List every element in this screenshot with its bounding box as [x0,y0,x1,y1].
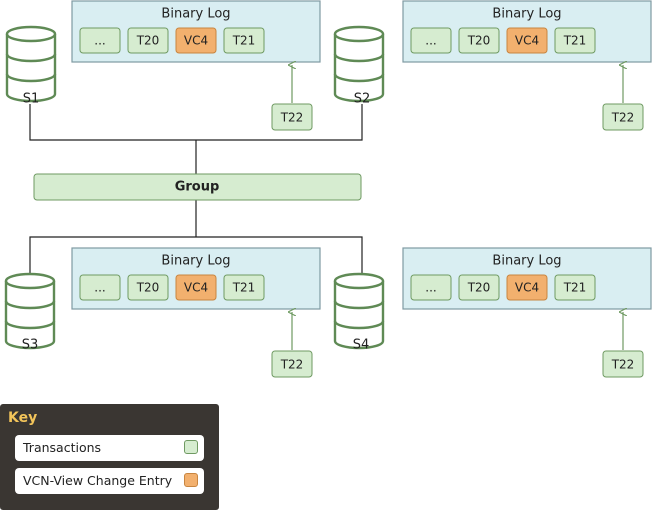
binary-log-panel: Binary Log... T20 VC4 T21 [71,0,321,63]
binary-log-title: Binary Log [492,254,561,269]
incoming-transaction: T22 [271,350,313,378]
entry-label: T21 [232,34,256,48]
entry-label: VC4 [515,281,539,295]
entry-label: T20 [467,281,491,295]
transaction-entry: ... [410,274,452,301]
incoming-transaction-label: T22 [611,358,635,372]
key-item-label: Transactions [23,440,102,455]
key-item-view-change: VCN-View Change Entry [15,468,204,494]
entry-label: ... [94,34,105,48]
binary-log-title: Binary Log [492,7,561,22]
key-title: Key [8,410,38,426]
server-label: S3 [22,338,39,353]
view-change-entry: VC4 [506,27,548,54]
view-change-entry: VC4 [506,274,548,301]
entry-label: ... [425,281,436,295]
incoming-transaction-label: T22 [280,111,304,125]
entry-label: VC4 [184,281,208,295]
binary-log-panel: Binary Log... T20 VC4 T21 [402,0,652,63]
incoming-transaction: T22 [602,350,644,378]
transaction-entry: T21 [554,27,596,54]
transaction-entry: T21 [223,27,265,54]
database-icon [333,272,385,350]
binary-log-title: Binary Log [161,7,230,22]
transaction-entry: T21 [223,274,265,301]
entry-label: T20 [136,34,160,48]
database-icon [333,25,385,103]
entry-label: ... [94,281,105,295]
view-change-entry: VC4 [175,27,217,54]
incoming-transaction: T22 [602,103,644,131]
incoming-transaction: T22 [271,103,313,131]
entry-label: T21 [563,34,587,48]
transaction-entry: ... [79,274,121,301]
entry-label: ... [425,34,436,48]
transaction-entry: T20 [458,274,500,301]
transaction-entry: T20 [458,27,500,54]
view-change-entry: VC4 [175,274,217,301]
transaction-entry: T20 [127,274,169,301]
database-icon [4,272,56,350]
entry-label: T20 [467,34,491,48]
database-icon [5,25,57,103]
view-change-swatch [184,473,198,487]
incoming-transaction-label: T22 [280,358,304,372]
server-label: S4 [353,338,370,353]
key-item-label: VCN-View Change Entry [23,473,173,488]
transaction-swatch [184,440,198,454]
connector-bottom [29,236,363,275]
entry-label: T21 [232,281,256,295]
server-label: S2 [354,92,371,107]
key-legend: Key Transactions VCN-View Change Entry [0,404,219,510]
binary-log-panel: Binary Log... T20 VC4 T21 [402,247,652,310]
entry-label: VC4 [184,34,208,48]
server-label: S1 [23,92,40,107]
entry-label: T21 [563,281,587,295]
group-bar: Group [33,173,362,201]
entry-label: VC4 [515,34,539,48]
transaction-entry: ... [79,27,121,54]
entry-label: T20 [136,281,160,295]
binary-log-panel: Binary Log... T20 VC4 T21 [71,247,321,310]
transaction-entry: ... [410,27,452,54]
group-label: Group [175,180,220,195]
incoming-transaction-label: T22 [611,111,635,125]
binary-log-title: Binary Log [161,254,230,269]
transaction-entry: T21 [554,274,596,301]
transaction-entry: T20 [127,27,169,54]
key-item-transactions: Transactions [15,435,204,461]
